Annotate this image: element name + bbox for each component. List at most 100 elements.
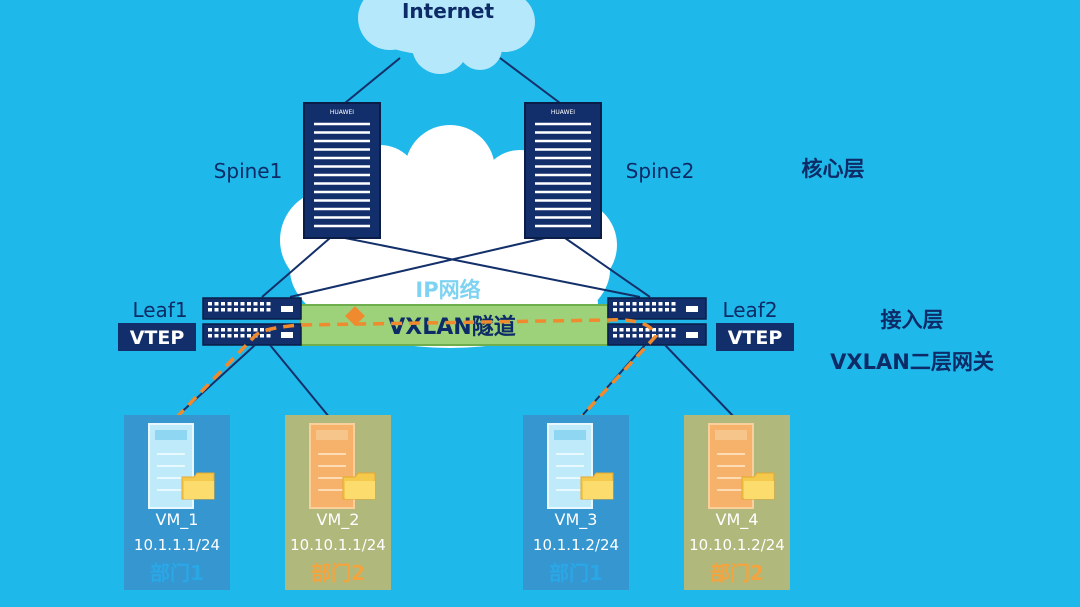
port bbox=[632, 308, 637, 312]
port bbox=[266, 334, 271, 338]
port bbox=[221, 334, 225, 338]
port bbox=[247, 308, 251, 312]
port bbox=[626, 328, 630, 332]
vm-name: VM_4 bbox=[716, 510, 759, 530]
port bbox=[619, 302, 624, 306]
port bbox=[619, 334, 624, 338]
link-leaf2-vm4 bbox=[664, 344, 736, 419]
port bbox=[214, 328, 219, 332]
uplink-port bbox=[686, 306, 698, 312]
port bbox=[260, 302, 264, 306]
port bbox=[208, 328, 212, 332]
folder-icon bbox=[181, 472, 215, 500]
vm-department: 部门1 bbox=[549, 561, 603, 585]
spine2-label: Spine2 bbox=[626, 159, 695, 183]
port bbox=[658, 302, 663, 306]
access-layer-label: 接入层 bbox=[881, 308, 944, 332]
port bbox=[632, 334, 637, 338]
vm-department: 部门2 bbox=[710, 561, 764, 585]
port bbox=[260, 334, 264, 338]
port bbox=[227, 302, 232, 306]
port bbox=[221, 308, 225, 312]
port bbox=[221, 302, 225, 306]
vm-name: VM_2 bbox=[317, 510, 360, 530]
link-spine2-leaf2 bbox=[564, 237, 651, 298]
port bbox=[266, 302, 271, 306]
spine1-switch[interactable]: HUAWEI bbox=[303, 102, 381, 239]
port bbox=[626, 308, 630, 312]
traffic-path bbox=[174, 318, 658, 420]
link-leaf1-vm2 bbox=[269, 344, 331, 419]
packet-marker bbox=[345, 306, 365, 326]
leaf2-vtep-text: VTEP bbox=[728, 327, 783, 349]
port bbox=[214, 308, 219, 312]
vm-ip: 10.10.1.1/24 bbox=[290, 536, 386, 554]
link-spine1-leaf1 bbox=[261, 237, 331, 298]
port bbox=[652, 302, 656, 306]
vm-ip: 10.1.1.1/24 bbox=[134, 536, 220, 554]
folder-icon bbox=[342, 472, 376, 500]
uplink-port bbox=[281, 332, 293, 338]
uplink-port bbox=[686, 332, 698, 338]
port bbox=[639, 302, 643, 306]
port bbox=[665, 328, 669, 332]
port bbox=[240, 328, 245, 332]
port bbox=[665, 334, 669, 338]
leaf1-switch[interactable] bbox=[202, 297, 302, 346]
port bbox=[639, 328, 643, 332]
port bbox=[247, 334, 251, 338]
port bbox=[658, 308, 663, 312]
link-internet-spine2 bbox=[499, 57, 561, 104]
vxlan-gateway-label: VXLAN二层网关 bbox=[830, 350, 994, 374]
leaf1-vtep-badge: VTEP bbox=[118, 323, 196, 351]
port bbox=[639, 308, 643, 312]
port bbox=[613, 302, 617, 306]
link-spine1-leaf2 bbox=[344, 237, 641, 298]
port bbox=[658, 328, 663, 332]
port bbox=[227, 334, 232, 338]
port bbox=[652, 308, 656, 312]
port bbox=[214, 334, 219, 338]
port bbox=[208, 308, 212, 312]
port bbox=[240, 308, 245, 312]
leaf1-vtep-text: VTEP bbox=[130, 327, 185, 349]
folder-icon bbox=[741, 472, 775, 500]
port bbox=[619, 308, 624, 312]
port bbox=[652, 328, 656, 332]
port bbox=[247, 328, 251, 332]
port bbox=[247, 302, 251, 306]
port bbox=[665, 302, 669, 306]
port bbox=[214, 302, 219, 306]
port bbox=[658, 334, 663, 338]
leaf2-switch[interactable] bbox=[607, 297, 707, 346]
port bbox=[240, 302, 245, 306]
spine1-brand: HUAWEI bbox=[330, 109, 354, 116]
port bbox=[234, 328, 238, 332]
port bbox=[208, 334, 212, 338]
port bbox=[613, 334, 617, 338]
spine1-label: Spine1 bbox=[214, 159, 283, 183]
port bbox=[221, 328, 225, 332]
port bbox=[645, 308, 650, 312]
port bbox=[619, 328, 624, 332]
port bbox=[632, 328, 637, 332]
link-internet-spine1 bbox=[344, 57, 401, 104]
port bbox=[671, 308, 676, 312]
port bbox=[645, 328, 650, 332]
vxlan-tunnel-label: VXLAN隧道 bbox=[388, 314, 515, 340]
port bbox=[671, 328, 676, 332]
port bbox=[632, 302, 637, 306]
internet-label: Internet bbox=[402, 0, 494, 23]
port bbox=[639, 334, 643, 338]
port bbox=[645, 302, 650, 306]
port bbox=[234, 302, 238, 306]
uplink-port bbox=[281, 306, 293, 312]
port bbox=[613, 328, 617, 332]
folder-icon bbox=[580, 472, 614, 500]
spine2-switch[interactable]: HUAWEI bbox=[524, 102, 602, 239]
spine2-brand: HUAWEI bbox=[551, 109, 575, 116]
